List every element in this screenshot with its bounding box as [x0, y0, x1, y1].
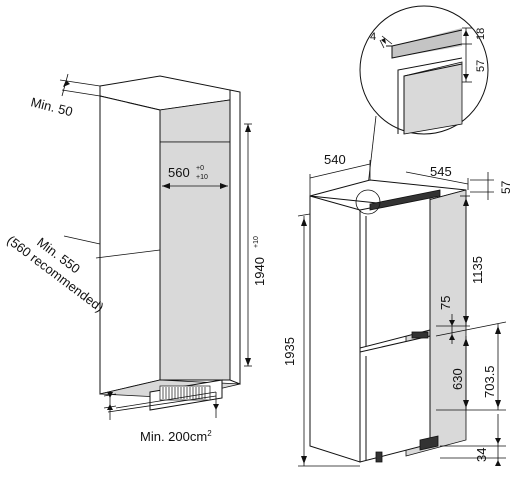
- niche-width-tol-upper: +0: [196, 165, 204, 172]
- niche-height-dimension: [244, 123, 252, 367]
- vent-area-label: Min. 200cm2: [140, 429, 212, 444]
- lower-door: [359, 335, 431, 463]
- lower-section-label: 703.5: [482, 365, 497, 398]
- hinge-gap-label: 75: [438, 296, 453, 310]
- detail-gap-label: 4: [370, 31, 376, 43]
- lower-door-label: 630: [450, 368, 465, 390]
- upper-section-label: 1135: [470, 256, 485, 284]
- detail-worktop: [392, 28, 462, 58]
- width-dimension: [309, 160, 371, 196]
- top-gap-label: Min. 50: [29, 94, 74, 119]
- upper-door: [359, 195, 431, 349]
- total-height-dimension: [297, 213, 360, 467]
- feet-label: 34: [474, 448, 489, 462]
- detail-marker: [355, 189, 381, 215]
- top-mounting-strip: [369, 189, 441, 211]
- top-gap-dimension: [59, 73, 101, 97]
- niche-left-side: [99, 95, 161, 395]
- middle-hinge: [411, 331, 429, 339]
- depth-dimension: [405, 171, 469, 190]
- appliance-drawing: 540 545 57 1935: [282, 152, 512, 467]
- detail-height-label: 57: [475, 60, 487, 72]
- depth-label: 545: [430, 164, 452, 179]
- hinge-gap-dimension: [449, 314, 455, 344]
- feet-dimension: [440, 414, 506, 466]
- niche-width-dimension: [162, 183, 228, 189]
- total-height-label: 1935: [282, 337, 297, 366]
- top-offset-dimension: [470, 172, 494, 200]
- niche-width-tol-lower: +10: [196, 174, 208, 181]
- appliance-left-panel: [309, 195, 361, 463]
- niche-drawing: Min. 50 560 +0 +10 1940 +10 Min. 550 (56…: [4, 73, 267, 444]
- width-label: 540: [324, 152, 346, 167]
- detail-top-offset-label: 18: [475, 28, 487, 40]
- upper-section-dimension: [436, 195, 470, 327]
- niche-height-tol: +10: [253, 236, 260, 248]
- rear-foot: [419, 435, 439, 451]
- niche-right-side: [229, 89, 241, 385]
- base-height-dimension: [103, 391, 219, 420]
- vent-grille: [159, 385, 211, 401]
- front-foot: [375, 451, 383, 463]
- niche-depth-dimension: [63, 235, 161, 259]
- top-offset-label: 57: [499, 180, 512, 194]
- niche-width-label: 560: [168, 165, 190, 180]
- niche-height-label: 1940: [252, 257, 267, 286]
- lower-dimensions: [435, 321, 507, 411]
- detail-circle: 4 18 57: [359, 5, 489, 187]
